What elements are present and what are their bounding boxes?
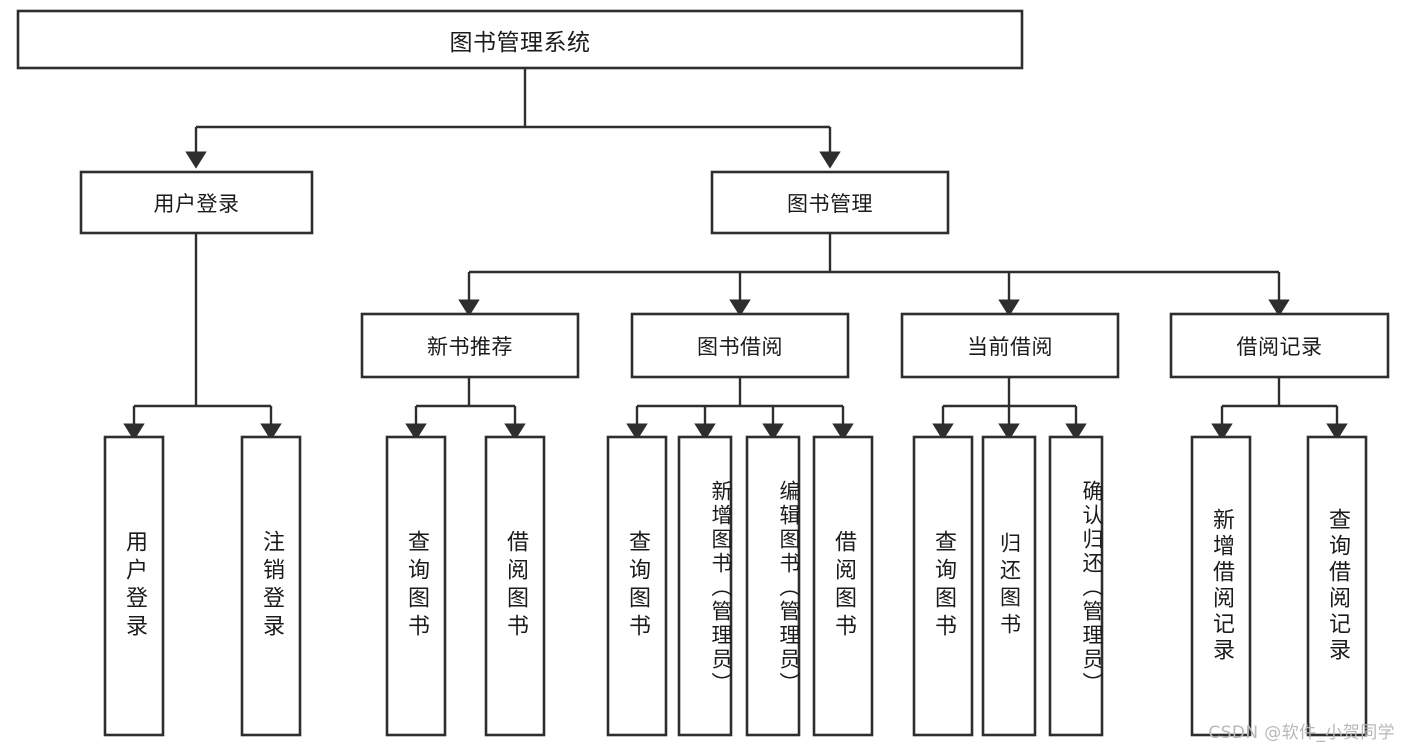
node-box-root[interactable] bbox=[16, 9, 1024, 70]
connector-group-book-manage bbox=[458, 233, 1290, 317]
leaf-box-borrow-record-0[interactable] bbox=[1190, 435, 1252, 737]
leaf-box-book-borrow-0[interactable] bbox=[606, 435, 668, 737]
leaf-box-new-book-0[interactable] bbox=[385, 435, 447, 737]
connector-group-current-borrow bbox=[932, 377, 1087, 441]
leaf-box-user-login-0[interactable] bbox=[103, 435, 165, 737]
leaf-box-book-borrow-3[interactable] bbox=[812, 435, 874, 737]
leaf-box-book-borrow-2[interactable] bbox=[745, 435, 801, 737]
node-box-book-manage[interactable] bbox=[710, 170, 950, 235]
leaf-box-new-book-1[interactable] bbox=[484, 435, 546, 737]
leaf-box-current-borrow-1[interactable] bbox=[981, 435, 1037, 737]
leaf-box-book-borrow-1[interactable] bbox=[677, 435, 733, 737]
connector-group-user-login bbox=[123, 233, 282, 441]
node-box-borrow-record[interactable] bbox=[1169, 312, 1390, 379]
leaf-box-borrow-record-1[interactable] bbox=[1306, 435, 1368, 737]
leaf-box-current-borrow-0[interactable] bbox=[912, 435, 974, 737]
connector-group-root bbox=[185, 68, 841, 169]
node-box-new-book-recommend[interactable] bbox=[360, 312, 580, 379]
connector-group-book-borrow bbox=[626, 377, 854, 441]
leaf-box-current-borrow-2[interactable] bbox=[1048, 435, 1104, 737]
node-box-current-borrow[interactable] bbox=[900, 312, 1120, 379]
leaf-box-user-login-1[interactable] bbox=[240, 435, 302, 737]
connector-group-borrow-record bbox=[1211, 377, 1348, 441]
node-box-user-login[interactable] bbox=[79, 170, 314, 235]
node-box-book-borrow[interactable] bbox=[630, 312, 850, 379]
connector-group-new-book bbox=[405, 377, 526, 441]
